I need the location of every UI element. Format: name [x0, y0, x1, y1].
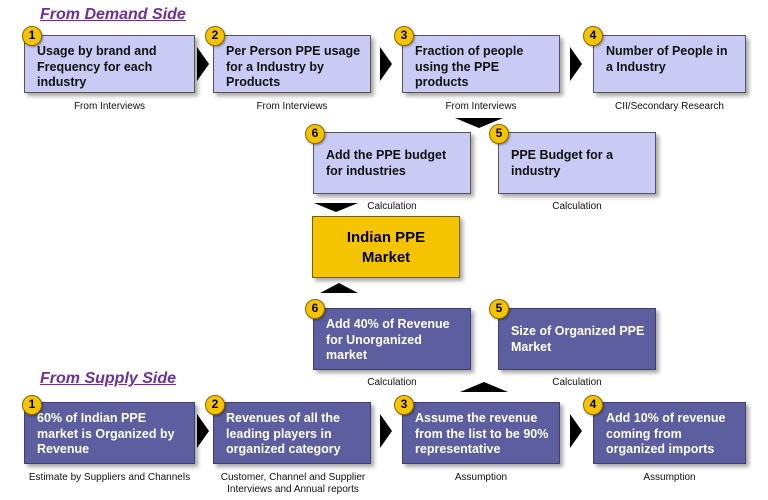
demand-step-1-caption: From Interviews	[73, 101, 146, 112]
center-line-1: Indian PPE	[346, 229, 426, 246]
demand-calc-6-caption: Calculation	[367, 201, 417, 212]
arrow-demand-1-2	[197, 47, 209, 81]
supply-step-1-text: 60% of Indian PPE market is Organized by…	[37, 411, 175, 456]
supply-step-3-caption: Assumption	[454, 472, 508, 483]
supply-step-3-badge: 3	[394, 395, 414, 415]
supply-step-2-text: Revenues of all the leading players in o…	[226, 411, 341, 456]
arrow-supply-up	[460, 382, 508, 392]
demand-step-3-caption: From Interviews	[445, 101, 517, 112]
supply-step-2-badge: 2	[205, 395, 225, 415]
demand-step-4-box: Number of People in a Industry	[593, 35, 746, 93]
demand-step-2-caption: From Interviews	[256, 101, 328, 112]
arrow-supply-3-4	[570, 414, 582, 448]
demand-step-4-text: Number of People in a Industry	[606, 44, 728, 74]
supply-step-1-caption: Estimate by Suppliers and Channels	[28, 472, 191, 483]
supply-side-title: From Supply Side	[40, 370, 177, 387]
arrow-supply-2-3	[380, 414, 392, 448]
supply-step-2-box: Revenues of all the leading players in o…	[213, 402, 371, 464]
arrow-demand-down	[455, 118, 503, 128]
demand-side-title: From Demand Side	[40, 6, 186, 23]
demand-step-1-box: Usage by brand and Frequency for each in…	[24, 35, 195, 93]
supply-calc-6-box: Add 40% of Revenue for Unorganized marke…	[313, 308, 471, 370]
demand-step-2-box: Per Person PPE usage for a Industry by P…	[213, 35, 371, 93]
supply-step-4-badge: 4	[583, 395, 603, 415]
arrow-supply-1-2	[197, 414, 209, 448]
arrow-demand-3-4	[570, 47, 582, 81]
arrow-supply-into-center	[320, 283, 358, 293]
demand-step-3-text: Fraction of people using the PPE product…	[415, 44, 524, 89]
supply-calc-6-caption: Calculation	[367, 377, 417, 388]
demand-calc-5-box: PPE Budget for a industry	[498, 132, 656, 194]
demand-step-1-text: Usage by brand and Frequency for each in…	[37, 44, 157, 89]
supply-calc-5-text: Size of Organized PPE Market	[511, 324, 645, 354]
demand-calc-5-caption: Calculation	[552, 201, 602, 212]
supply-step-2-caption: Customer, Channel and Supplier Interview…	[220, 472, 366, 495]
supply-calc-5-badge: 5	[489, 299, 509, 319]
demand-step-2-badge: 2	[205, 26, 225, 46]
demand-step-3-box: Fraction of people using the PPE product…	[402, 35, 560, 93]
demand-step-3-badge: 3	[394, 26, 414, 46]
supply-calc-5-box: Size of Organized PPE Market	[498, 308, 656, 370]
supply-step-4-caption: Assumption	[643, 472, 696, 483]
demand-calc-6-badge: 6	[305, 124, 325, 144]
demand-calc-5-badge: 5	[489, 124, 509, 144]
demand-step-4-badge: 4	[583, 26, 603, 46]
arrow-demand-into-center	[314, 203, 358, 212]
demand-step-1-badge: 1	[22, 26, 42, 46]
supply-step-1-box: 60% of Indian PPE market is Organized by…	[24, 402, 195, 464]
supply-calc-6-text: Add 40% of Revenue for Unorganized marke…	[326, 317, 450, 362]
arrow-demand-2-3	[380, 47, 392, 81]
demand-step-2-text: Per Person PPE usage for a Industry by P…	[226, 44, 361, 89]
supply-calc-6-badge: 6	[305, 299, 325, 319]
supply-calc-5-caption: Calculation	[552, 377, 602, 388]
supply-step-3-box: Assume the revenue from the list to be 9…	[402, 402, 560, 464]
supply-step-4-text: Add 10% of revenue coming from organized…	[606, 411, 726, 456]
center-line-2: Market	[361, 249, 411, 266]
demand-calc-6-box: Add the PPE budget for industries	[313, 132, 471, 194]
supply-step-3-text: Assume the revenue from the list to be 9…	[415, 411, 549, 456]
supply-step-4-box: Add 10% of revenue coming from organized…	[593, 402, 746, 464]
demand-step-4-caption: CII/Secondary Research	[615, 101, 724, 112]
demand-calc-6-text: Add the PPE budget for industries	[326, 148, 447, 178]
demand-calc-5-text: PPE Budget for a industry	[511, 148, 614, 178]
indian-ppe-market-box: Indian PPE Market	[312, 216, 460, 278]
supply-step-1-badge: 1	[22, 395, 42, 415]
